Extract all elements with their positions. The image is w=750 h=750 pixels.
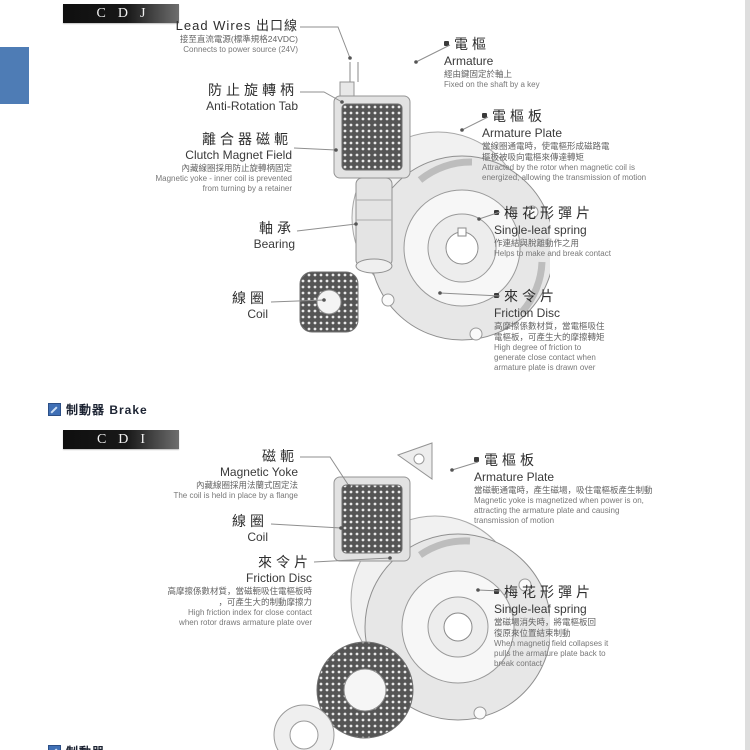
friction-brake-sub-en1: High friction index for close contact (187, 608, 312, 617)
lead-wires-title: Lead Wires 出口線 (175, 18, 298, 33)
spring-brake-sub-zh2: 復原來位置結束制動 (494, 628, 571, 638)
bottom-partial-text: 制動器 (66, 743, 105, 750)
label-spring-brake: 梅花形彈片 Single-leaf spring 當磁場消失時，將電樞板回 復原… (494, 584, 674, 669)
brake-section-title: 制動器 Brake (48, 401, 148, 418)
friction-brake-sub-en2: when rotor draws armature plate over (179, 618, 312, 627)
coil-clutch-zh: 線圈 (232, 290, 268, 306)
friction-clutch-zh: 來令片 (504, 288, 558, 304)
brake-exploded-diagram (273, 442, 550, 750)
bearing-zh: 軸承 (259, 220, 295, 236)
armature-en: Armature (444, 54, 494, 68)
section-square-icon (48, 745, 61, 750)
armature-plate-sub-zh2: 樞板被吸向電樞來傳達轉矩 (482, 152, 585, 162)
armature-plate-en: Armature Plate (482, 126, 563, 140)
lead-wires-sub-en: Connects to power source (24V) (183, 45, 298, 54)
label-coil-brake: 線圈 Coil (180, 513, 268, 545)
clutch-model-header: CDJ (63, 4, 179, 23)
spring-clutch-sub-en: Helps to make and break contact (494, 249, 611, 258)
spring-brake-sub-zh1: 當磁場消失時，將電樞板回 (494, 617, 597, 627)
spring-brake-zh: 梅花形彈片 (504, 584, 594, 600)
coil-brake-zh: 線圈 (232, 513, 268, 529)
label-bearing: 軸承 Bearing (200, 220, 295, 252)
magnet-field-zh: 離合器磁軛 (202, 131, 292, 147)
spring-clutch-sub-zh: 作連結與脫離動作之用 (494, 238, 580, 248)
brake-model-header: CDI (63, 430, 179, 449)
armature-plate-sub-en2: energized, allowing the transmission of … (482, 173, 647, 182)
magnet-field-sub-zh: 內藏線圈採用防止旋轉柄固定 (181, 163, 292, 173)
magnet-field-sub-en2: from turning by a retainer (202, 184, 292, 193)
friction-clutch-sub-en1: High degree of friction to (494, 343, 582, 352)
yoke-sub-en: The coil is held in place by a flange (173, 491, 298, 500)
armature-plate-brake-sub-en1: Magnetic yoke is magnetized when power i… (474, 496, 644, 505)
spring-brake-sub-en2: pulls the armature plate back to (494, 649, 606, 658)
friction-brake-zh: 來令片 (258, 554, 312, 570)
bullet-icon (444, 41, 449, 46)
friction-brake-en: Friction Disc (245, 571, 312, 585)
armature-zh: 電樞 (454, 36, 490, 52)
bullet-icon (482, 113, 487, 118)
bullet-icon (474, 457, 479, 462)
spring-clutch-zh: 梅花形彈片 (504, 205, 594, 221)
label-armature: 電樞 Armature 經由鍵固定於軸上 Fixed on the shaft … (444, 36, 604, 90)
coil-clutch-en: Coil (247, 307, 268, 321)
spring-brake-sub-en3: break contact (494, 659, 543, 668)
label-friction-brake: 來令片 Friction Disc 高摩擦係數材質，當磁軛吸住電樞板時 ，可產生… (130, 554, 312, 628)
armature-plate-brake-sub-en2: attracting the armature plate and causin… (474, 506, 620, 515)
label-clutch-magnet-field: 離合器磁軛 Clutch Magnet Field 內藏線圈採用防止旋轉柄固定 … (100, 131, 292, 194)
bearing-en: Bearing (253, 237, 295, 251)
section-square-icon (48, 403, 61, 416)
armature-plate-brake-sub-en3: transmission of motion (474, 516, 555, 525)
friction-clutch-sub-zh1: 高摩擦係數材質，當電樞吸住 (494, 321, 605, 331)
coil-brake-en: Coil (247, 530, 268, 544)
bullet-icon (494, 293, 499, 298)
label-magnetic-yoke: 磁軛 Magnetic Yoke 內藏線圈採用法蘭式固定法 The coil i… (120, 448, 298, 501)
friction-clutch-sub-en2: generate close contact when (494, 353, 596, 362)
label-anti-rotation: 防止旋轉柄 Anti-Rotation Tab (150, 82, 298, 114)
armature-plate-brake-en: Armature Plate (474, 470, 555, 484)
magnet-field-en: Clutch Magnet Field (185, 148, 292, 162)
friction-clutch-sub-en3: armature plate is drawn over (494, 363, 596, 372)
friction-clutch-en: Friction Disc (494, 306, 561, 320)
label-lead-wires: Lead Wires 出口線 接至直流電源(標準規格24VDC) Connect… (110, 18, 298, 55)
brake-section-text: 制動器 Brake (66, 403, 148, 417)
anti-rotation-en: Anti-Rotation Tab (206, 99, 298, 113)
bullet-icon (494, 210, 499, 215)
scan-edge (745, 0, 750, 750)
anti-rotation-zh: 防止旋轉柄 (208, 82, 298, 98)
label-coil-clutch: 線圈 Coil (180, 290, 268, 322)
yoke-zh: 磁軛 (262, 448, 298, 464)
lead-wires-sub-zh: 接至直流電源(標準規格24VDC) (179, 34, 298, 44)
label-armature-plate-brake: 電樞板 Armature Plate 當磁軛通電時，產生磁場，吸住電樞板產生制動… (474, 452, 684, 526)
yoke-sub-zh: 內藏線圈採用法蘭式固定法 (195, 480, 298, 490)
spring-brake-en: Single-leaf spring (494, 602, 587, 616)
yoke-en: Magnetic Yoke (219, 465, 298, 479)
label-spring-clutch: 梅花形彈片 Single-leaf spring 作連結與脫離動作之用 Help… (494, 205, 659, 259)
armature-sub-en: Fixed on the shaft by a key (444, 80, 540, 89)
friction-brake-sub-zh2: ，可產生大的制動摩擦力 (218, 597, 312, 607)
armature-plate-brake-sub-zh: 當磁軛通電時，產生磁場，吸住電樞板產生制動 (474, 485, 653, 495)
bullet-icon (494, 589, 499, 594)
armature-plate-brake-zh: 電樞板 (484, 452, 538, 468)
label-friction-clutch: 來令片 Friction Disc 高摩擦係數材質，當電樞吸住 電樞板，可產生大… (494, 288, 664, 373)
armature-plate-sub-en1: Attracted by the rotor when magnetic coi… (482, 163, 635, 172)
spring-clutch-en: Single-leaf spring (494, 223, 587, 237)
armature-plate-zh: 電樞板 (492, 108, 546, 124)
friction-brake-sub-zh1: 高摩擦係數材質，當磁軛吸住電樞板時 (167, 586, 312, 596)
blue-accent-block (0, 47, 29, 104)
armature-plate-sub-zh1: 當線圈通電時，使電樞形成磁路電 (482, 141, 610, 151)
spring-brake-sub-en1: When magnetic field collapses it (494, 639, 609, 648)
friction-clutch-sub-zh2: 電樞板，可產生大的摩擦轉矩 (494, 332, 605, 342)
armature-sub-zh: 經由鍵固定於軸上 (444, 69, 513, 79)
bottom-partial-section-title: 制動器 (48, 743, 105, 750)
magnet-field-sub-en1: Magnetic yoke - inner coil is prevented (155, 174, 292, 183)
label-armature-plate-clutch: 電樞板 Armature Plate 當線圈通電時，使電樞形成磁路電 樞板被吸向… (482, 108, 677, 183)
